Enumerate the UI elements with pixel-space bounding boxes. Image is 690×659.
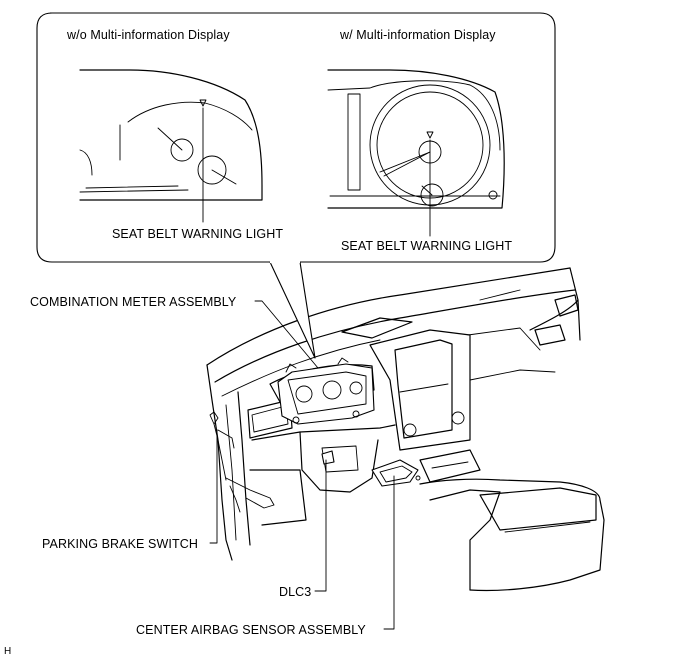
callout-box bbox=[36, 12, 556, 359]
parking-brake-label: PARKING BRAKE SWITCH bbox=[42, 537, 198, 551]
dashboard-illustration bbox=[206, 267, 605, 592]
leader-combination-meter bbox=[254, 300, 319, 369]
combination-meter-label: COMBINATION METER ASSEMBLY bbox=[30, 295, 237, 309]
center-airbag-label: CENTER AIRBAG SENSOR ASSEMBLY bbox=[136, 623, 366, 637]
left-seatbelt-label: SEAT BELT WARNING LIGHT bbox=[112, 227, 284, 241]
leader-dlc3 bbox=[314, 459, 327, 592]
left-panel-title: w/o Multi-information Display bbox=[67, 28, 230, 42]
right-panel-title: w/ Multi-information Display bbox=[340, 28, 496, 42]
dlc3-label: DLC3 bbox=[279, 585, 312, 599]
leader-parking-brake bbox=[209, 429, 218, 544]
right-seatbelt-label: SEAT BELT WARNING LIGHT bbox=[341, 239, 513, 253]
figure-code: H bbox=[4, 646, 12, 657]
meter-without-mid bbox=[79, 69, 263, 201]
leader-center-airbag bbox=[383, 475, 395, 630]
